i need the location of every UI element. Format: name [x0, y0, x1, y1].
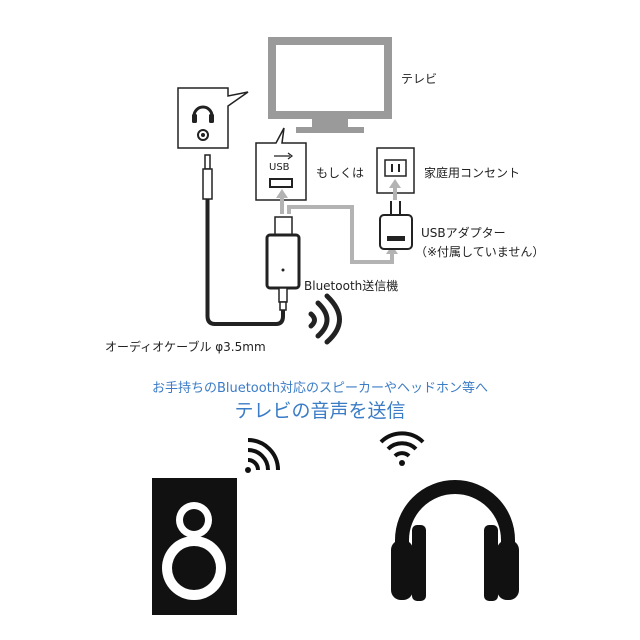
usb-port-icon — [255, 127, 307, 201]
tv-icon — [268, 37, 392, 133]
outlet-label: 家庭用コンセント — [424, 166, 521, 180]
adapter-note-label: （※付属していません） — [415, 245, 545, 259]
speaker-signal-icon — [245, 438, 280, 473]
bluetooth-transmitter-icon — [265, 216, 301, 311]
headline-line2: テレビの音声を送信 — [234, 400, 406, 422]
audio-cable-label: オーディオケーブル φ3.5mm — [105, 340, 266, 354]
headphone-jack-icon — [177, 87, 249, 149]
headphones-icon — [391, 480, 519, 601]
transmitter-label: Bluetooth送信機 — [304, 279, 399, 293]
usb-adapter-icon — [379, 201, 413, 250]
or-label: もしくは — [316, 166, 365, 180]
audio-cable-icon — [202, 154, 285, 326]
tv-label: テレビ — [401, 72, 438, 86]
headphones-signal-icon — [379, 431, 425, 466]
outlet-icon — [376, 147, 415, 194]
signal-waves-icon — [308, 293, 342, 345]
usb-port-label: USB — [269, 162, 290, 173]
headline-line1: お手持ちのBluetooth対応のスピーカーやヘッドホン等へ — [151, 381, 489, 396]
connection-arrows — [280, 186, 397, 264]
speaker-icon — [152, 478, 237, 615]
usb-adapter-label: USBアダプター — [421, 226, 506, 240]
